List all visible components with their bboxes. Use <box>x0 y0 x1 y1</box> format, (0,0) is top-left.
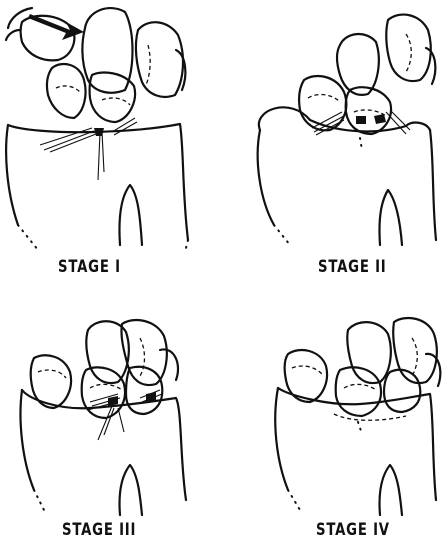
stage-2-panel: STAGE II <box>230 0 444 285</box>
stage-1-panel: STAGE I <box>0 0 200 285</box>
stage-4-wrist-drawing <box>230 310 444 520</box>
stage-4-panel: STAGE IV <box>230 310 444 550</box>
stage-2-wrist-drawing <box>230 0 444 250</box>
stage-1-wrist-drawing <box>0 0 200 250</box>
stage-2-label: STAGE II <box>318 257 386 277</box>
stage-3-panel: STAGE III <box>0 310 220 550</box>
stage-3-wrist-drawing <box>0 310 220 520</box>
stage-3-label: STAGE III <box>62 520 136 540</box>
stage-4-label: STAGE IV <box>316 520 390 540</box>
stage-1-label: STAGE I <box>58 257 121 277</box>
